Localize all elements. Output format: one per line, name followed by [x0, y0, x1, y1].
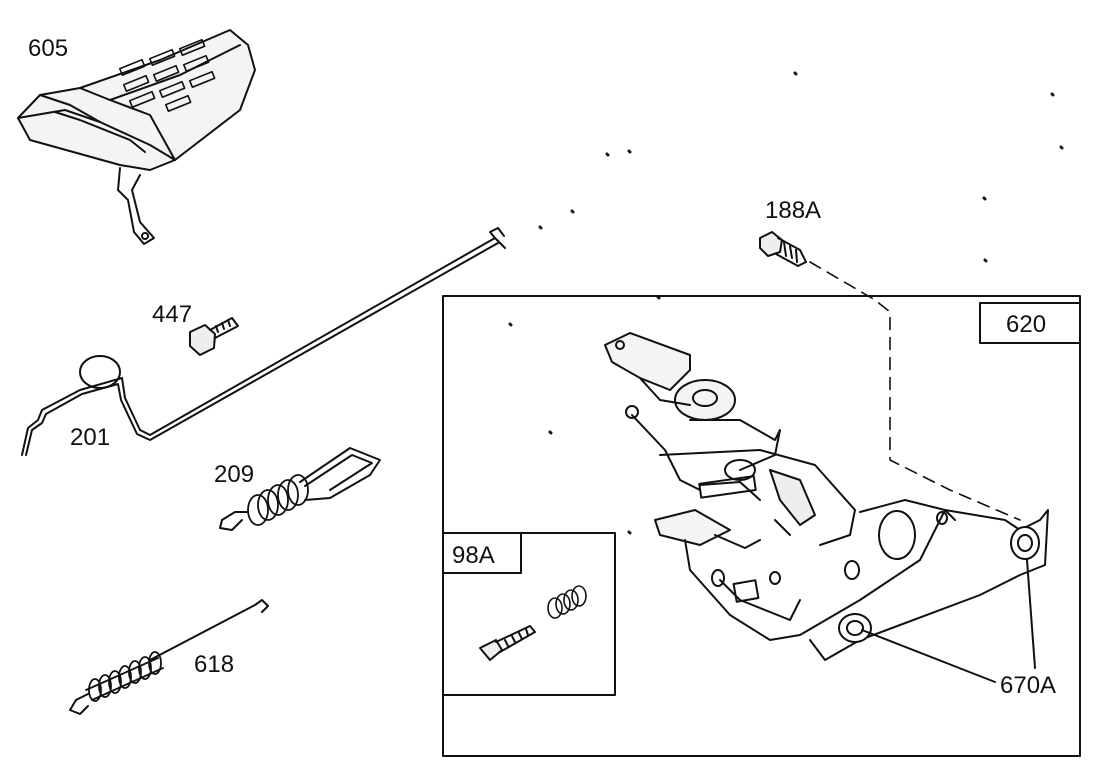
part-188A-screw: [759, 231, 1021, 521]
label-618: 618: [194, 651, 234, 678]
label-98A: 98A: [452, 542, 495, 569]
label-447: 447: [152, 301, 192, 328]
part-620-control-bracket: [604, 332, 1049, 661]
label-209: 209: [214, 461, 254, 488]
label-605: 605: [28, 35, 68, 62]
label-188A: 188A: [765, 197, 821, 224]
part-201-control-rod: [21, 227, 506, 456]
part-620-box: [442, 295, 1081, 757]
label-201: 201: [70, 424, 110, 451]
part-98A-box: [442, 532, 616, 696]
part-labels: 605 447 201 209 618 188A 620 98A 670A: [28, 35, 1056, 699]
part-670A-leaders: [861, 559, 1036, 683]
print-specks: [508, 71, 1064, 535]
part-98A-screw-and-spring: [479, 585, 587, 661]
part-447-bolt: [189, 317, 239, 356]
part-618-spring: [69, 599, 269, 715]
label-620: 620: [1006, 311, 1046, 338]
label-670A: 670A: [1000, 672, 1056, 699]
part-605-control-cover: [17, 29, 256, 245]
part-209-spring: [219, 447, 381, 531]
